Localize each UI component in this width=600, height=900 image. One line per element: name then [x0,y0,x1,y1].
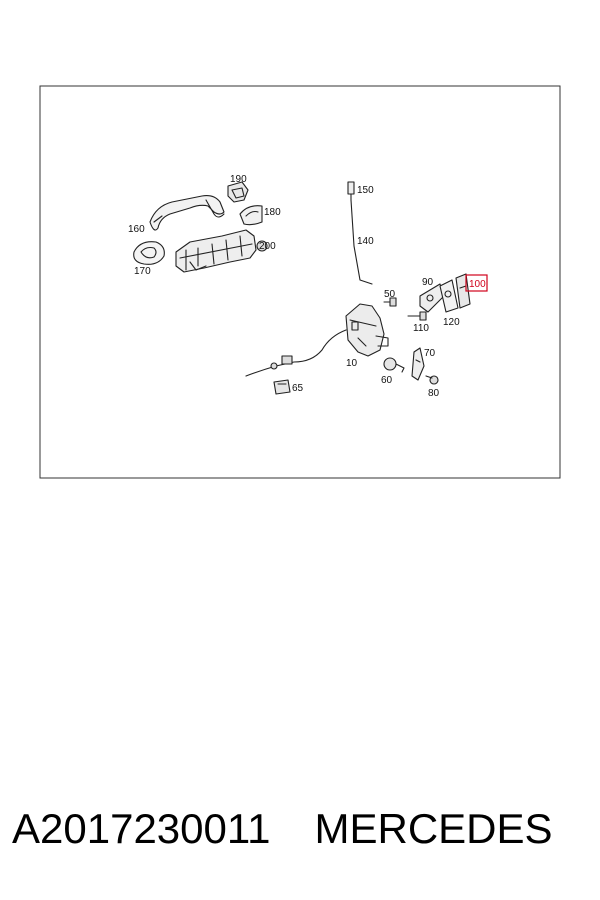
handle-gasket [133,241,165,265]
callout-80: 80 [428,388,440,399]
highlight-box [465,274,488,292]
callout-170: 170 [134,266,151,277]
bowden-cable [245,329,347,377]
diagram-frame [39,85,561,479]
callout-150: 150 [357,185,374,196]
cable-clip [273,379,291,395]
screw-80 [425,375,439,385]
screw-110 [407,311,427,321]
callout-120: 120 [443,317,460,328]
callout-100: 100 [469,279,486,290]
door-lock [345,303,389,357]
callout-10: 10 [346,358,358,369]
bolt-50 [383,297,397,307]
shim-plate [439,279,459,313]
callout-190: 190 [230,174,247,185]
handle-cover [239,205,263,226]
actuating-rod [350,199,373,285]
bracket-70 [411,347,425,381]
callout-160: 160 [128,224,145,235]
callout-140: 140 [357,236,374,247]
brand-name: MERCEDES [314,805,553,852]
callout-70: 70 [424,348,436,359]
striker-plate [419,283,445,313]
lock-cylinder-cap [227,181,249,203]
callout-65: 65 [292,383,304,394]
outer-door-handle [149,195,225,231]
callout-50: 50 [384,289,396,300]
callout-110: 110 [413,323,429,334]
cable-sleeve [281,355,293,365]
callout-60: 60 [381,375,393,386]
bolt-60 [383,357,405,373]
part-number: A2017230011 [12,805,271,852]
caption: A2017230011 MERCEDES [12,805,592,865]
callout-180: 180 [264,207,281,218]
callout-200: 200 [259,241,276,252]
cable-end-fitting [270,362,278,370]
rod-clip [347,181,355,201]
callout-90: 90 [422,277,434,288]
handle-carrier [175,229,268,273]
